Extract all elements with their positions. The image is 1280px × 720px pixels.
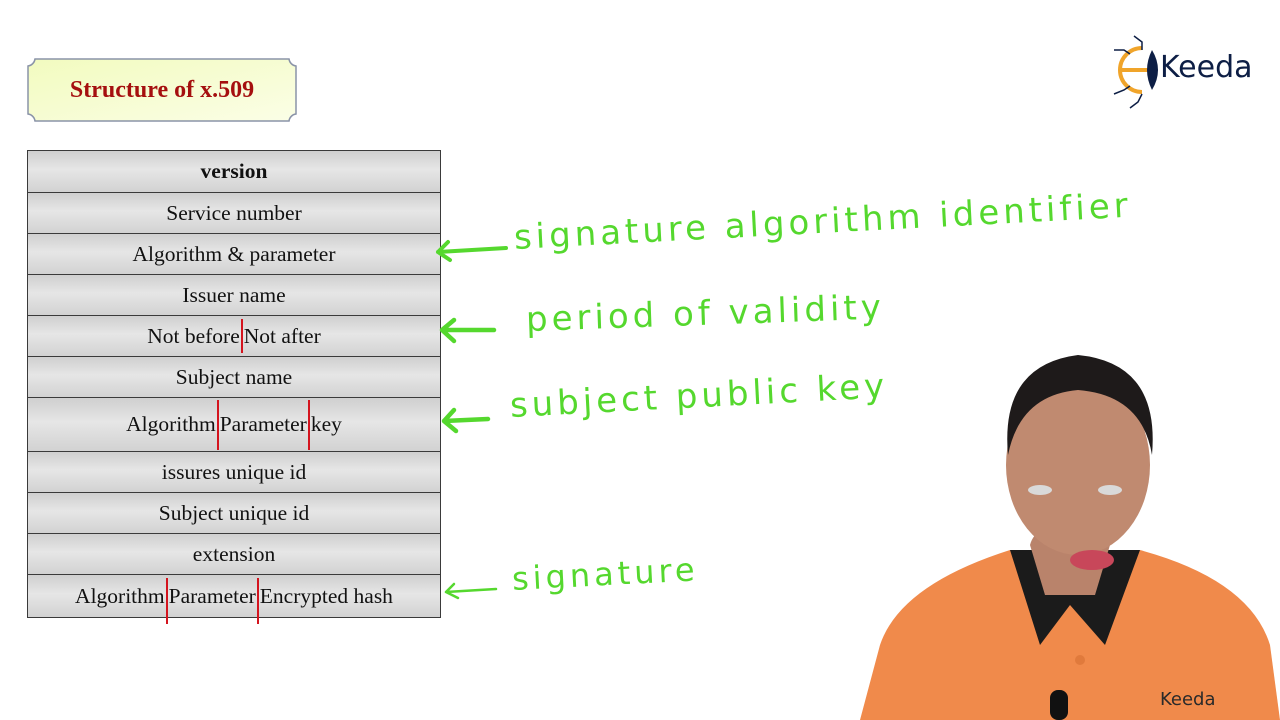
table-row-issuer-name: Issuer name: [28, 275, 440, 316]
cell-text: Subject name: [175, 364, 293, 389]
annotation-subject-public-key: subject public key: [508, 366, 890, 426]
table-row-subject-unique-id: Subject unique id: [28, 493, 440, 534]
svg-text:Keeda: Keeda: [1160, 689, 1216, 710]
x509-structure-table: version Service number Algorithm & param…: [27, 150, 441, 624]
arrow-left-icon: [441, 407, 491, 434]
cell-text: Not before: [147, 323, 240, 348]
cell-text: extension: [192, 541, 276, 566]
cell-text: Parameter: [168, 583, 256, 608]
red-divider-mark: [165, 578, 168, 624]
arrow-left-icon: [439, 317, 497, 344]
annotation-period-of-validity: period of validity: [525, 287, 886, 340]
cell-text: Algorithm: [75, 583, 165, 608]
slide-title: Structure of x.509: [69, 77, 255, 103]
ekeeda-logo: Keeda: [1112, 32, 1262, 110]
annotation-signature: signature: [511, 550, 700, 598]
table-row-signature: Algorithm Parameter Encrypted hash: [28, 575, 440, 624]
ekeeda-bug-logo-icon: [1113, 35, 1158, 109]
table-row-service-number: Service number: [28, 193, 440, 234]
cell-text: Algorithm: [126, 412, 216, 436]
table-row-algorithm-parameter: Algorithm & parameter: [28, 234, 440, 275]
slide-title-plaque: Structure of x.509: [27, 58, 297, 122]
cell-text: Subject unique id: [158, 500, 310, 525]
cell-text: issures unique id: [161, 459, 307, 484]
table-row-issuer-unique-id: issures unique id: [28, 452, 440, 493]
cell-text: Algorithm & parameter: [132, 241, 336, 266]
cell-text: version: [200, 159, 268, 183]
cell-text: Parameter: [219, 412, 307, 436]
cell-text: Not after: [243, 323, 321, 348]
table-row-subject-name: Subject name: [28, 357, 440, 398]
arrow-left-icon: [444, 582, 498, 600]
red-divider-mark: [256, 578, 259, 624]
presenter-image: Keeda: [860, 355, 1280, 720]
red-divider-mark: [216, 399, 219, 450]
cell-text: key: [310, 412, 342, 436]
annotation-signature-algorithm-identifier: signature algorithm identifier: [512, 185, 1133, 258]
table-row-subject-public-key: Algorithm Parameter key: [28, 398, 440, 452]
cell-text: Issuer name: [182, 282, 286, 307]
cell-text: Service number: [166, 200, 302, 225]
cell-text: Encrypted hash: [259, 583, 393, 608]
logo-text: Keeda: [1160, 50, 1253, 85]
table-row-version: version: [28, 151, 440, 193]
red-divider-mark: [307, 399, 310, 450]
table-row-validity: Not before Not after: [28, 316, 440, 357]
table-row-extension: extension: [28, 534, 440, 575]
red-divider-mark: [240, 319, 243, 353]
plaque-shape-icon: [27, 58, 297, 122]
arrow-left-icon: [436, 240, 508, 262]
